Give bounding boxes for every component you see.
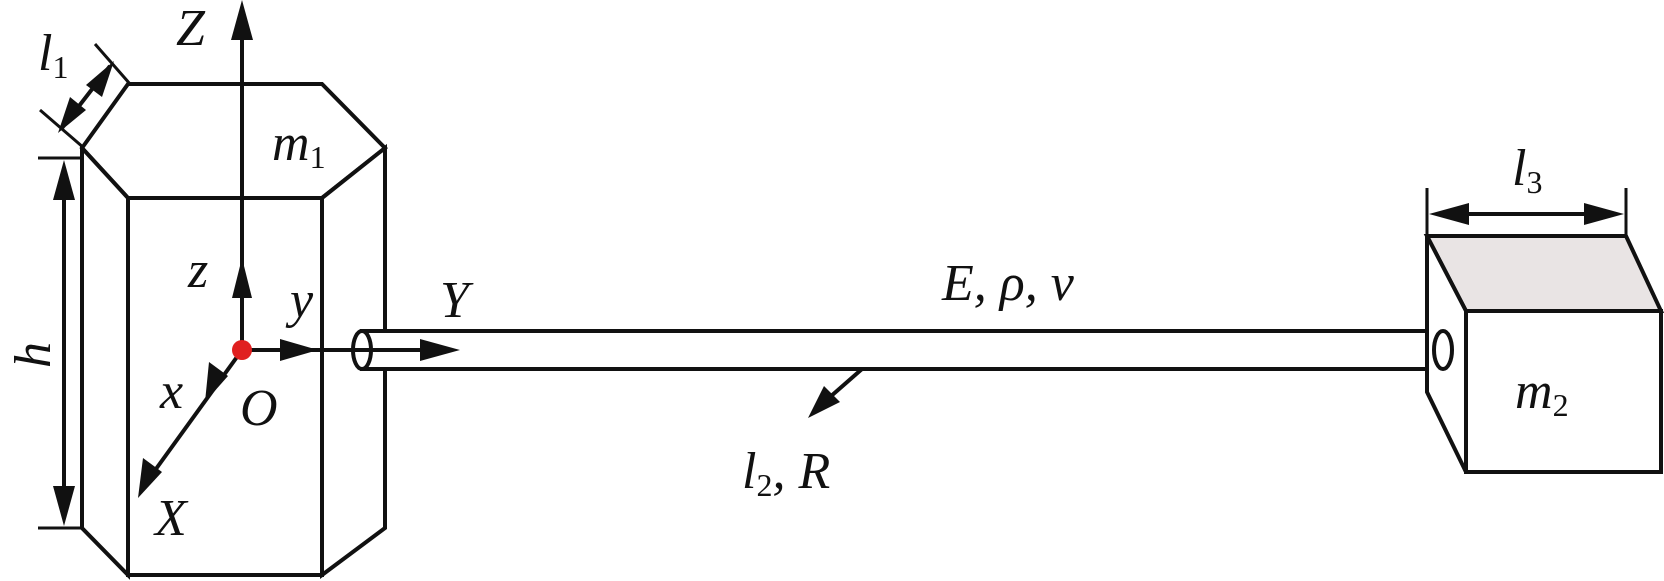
axis-X bbox=[138, 348, 244, 498]
rod bbox=[351, 329, 1454, 371]
label-l3: l3 bbox=[1512, 140, 1542, 200]
prism-left-face bbox=[80, 142, 130, 580]
label-m2: m2 bbox=[1515, 363, 1569, 423]
dimension-l3 bbox=[1425, 188, 1628, 236]
cube-m2 bbox=[1423, 234, 1664, 474]
label-O: O bbox=[240, 380, 278, 437]
dimension-h bbox=[38, 156, 82, 530]
cube-front-face bbox=[1464, 309, 1663, 474]
axis-Y bbox=[242, 339, 460, 361]
axis-Y-arrowhead bbox=[420, 339, 460, 361]
leader-l2-R bbox=[808, 367, 864, 418]
axis-z-arrowhead bbox=[232, 258, 252, 298]
rod-body bbox=[360, 329, 1445, 371]
label-Y: Y bbox=[440, 272, 474, 329]
label-Z: Z bbox=[176, 0, 206, 57]
label-l2-R: l2, R bbox=[742, 443, 830, 503]
axis-z bbox=[232, 258, 252, 298]
prism-top-face bbox=[79, 82, 388, 200]
label-z: z bbox=[187, 242, 208, 299]
axis-x-arrowhead bbox=[205, 362, 228, 402]
label-h: h bbox=[5, 342, 62, 368]
label-rod-props: E, ρ, ν bbox=[941, 255, 1075, 312]
label-x: x bbox=[159, 363, 183, 420]
rod-end-on-cube bbox=[1432, 329, 1454, 371]
label-X: X bbox=[153, 490, 189, 547]
origin-point bbox=[232, 340, 252, 360]
axis-X-arrowhead bbox=[138, 458, 162, 498]
label-l1: l1 bbox=[38, 25, 68, 85]
label-y: y bbox=[285, 272, 314, 329]
axis-Z-arrowhead bbox=[231, 0, 253, 40]
axis-y-arrowhead bbox=[280, 339, 318, 361]
label-m1: m1 bbox=[272, 115, 326, 175]
hexagonal-prism-m1 bbox=[79, 82, 388, 580]
dimension-l1 bbox=[39, 43, 132, 150]
